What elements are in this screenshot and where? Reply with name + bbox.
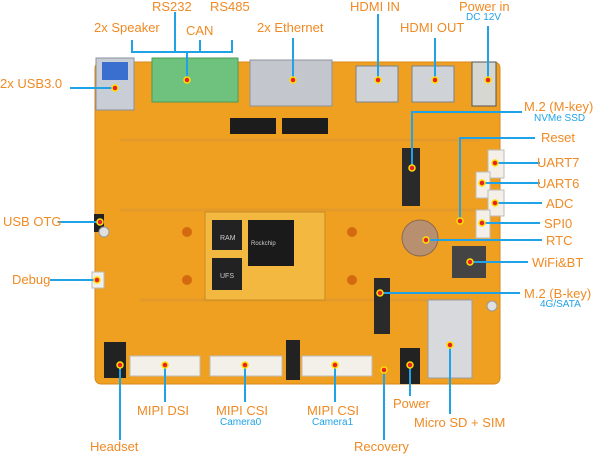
label-camera0: Camera0 — [220, 417, 262, 428]
label-headset: Headset — [90, 439, 139, 454]
soc-chip-label: Rockchip — [251, 241, 276, 247]
label-speaker: 2x Speaker — [94, 20, 160, 35]
label-rs232: RS232 — [152, 0, 192, 14]
label-spi0: SPI0 — [544, 216, 573, 231]
label-debug: Debug — [12, 272, 51, 287]
label-can: CAN — [186, 23, 214, 38]
label-reset: Reset — [541, 130, 575, 145]
label-uart7: UART7 — [537, 155, 580, 170]
label-mipi-dsi: MIPI DSI — [137, 403, 190, 418]
label-mipi-csi1: MIPI CSI — [307, 403, 360, 418]
label-rs485: RS485 — [210, 0, 250, 14]
label-hdmi-in: HDMI IN — [350, 0, 400, 14]
label-usb-otg: USB OTG — [3, 214, 62, 229]
label-ethernet: 2x Ethernet — [257, 20, 324, 35]
ufs-chip-label: UFS — [220, 273, 234, 280]
label-m2-m-key-sub: NVMe SSD — [534, 113, 586, 124]
hdmi-out-port — [411, 65, 455, 103]
label-uart6: UART6 — [537, 176, 580, 191]
label-sd-sim: Micro SD + SIM — [414, 415, 506, 430]
leader-lines — [50, 12, 542, 440]
label-wifi-bt: WiFi&BT — [532, 255, 584, 270]
label-m2-b-key-sub: 4G/SATA — [540, 299, 581, 310]
m2-b-key-slot — [374, 278, 390, 334]
marker-dots — [93, 76, 499, 374]
dc-jack — [471, 61, 497, 107]
label-camera1: Camera1 — [312, 417, 354, 428]
label-m2-b-key: M.2 (B-key) — [524, 286, 592, 301]
label-hdmi-out: HDMI OUT — [400, 20, 465, 35]
label-power: Power — [393, 396, 430, 411]
ram-chip-label: RAM — [220, 235, 236, 242]
label-power-in-sub: DC 12V — [466, 12, 502, 23]
rtc-battery — [401, 219, 439, 257]
label-usb3: 2x USB3.0 — [0, 76, 63, 91]
label-recovery: Recovery — [354, 439, 409, 454]
label-rtc: RTC — [546, 233, 573, 248]
label-power-in: Power in — [459, 0, 510, 14]
m2-m-key-slot — [402, 148, 420, 206]
label-adc: ADC — [546, 196, 574, 211]
terminal-block — [151, 57, 239, 103]
label-mipi-csi0: MIPI CSI — [216, 403, 269, 418]
label-m2-m-key: M.2 (M-key) — [524, 99, 594, 114]
